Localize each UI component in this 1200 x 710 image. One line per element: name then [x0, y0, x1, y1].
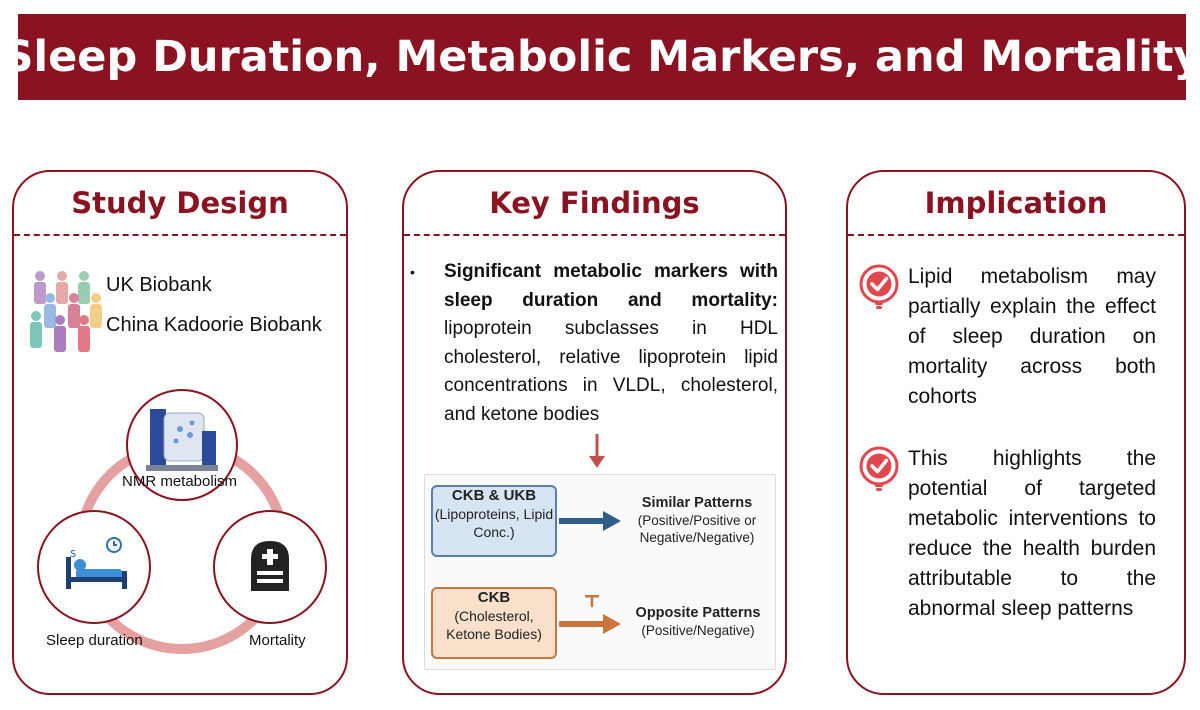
- findings-bullet-text: lipoprotein subclasses in HDL cholestero…: [444, 318, 778, 425]
- sleeping-bed-icon: s: [66, 537, 127, 589]
- ckb-title: CKB: [477, 589, 511, 606]
- patterns-diagram: CKB & UKB (Lipoproteins, Lipid Conc.) Si…: [424, 474, 776, 670]
- ckb-ukb-box: CKB & UKB (Lipoproteins, Lipid Conc.): [431, 485, 557, 557]
- implication-point-1: Lipid metabolism may partially explain t…: [908, 265, 1156, 408]
- opposite-patterns-title: Opposite Patterns: [635, 605, 761, 621]
- check-badge-icon: [859, 446, 899, 491]
- implication-point-2: This highlights the potential of targete…: [908, 447, 1156, 620]
- divider: [848, 234, 1184, 236]
- title-banner: Sleep Duration, Metabolic Markers, and M…: [2, 14, 1200, 100]
- study-design-panel: Study Design UK Biobank China Kadoorie B…: [12, 170, 348, 695]
- similar-patterns-detail: (Positive/Positive or Negative/Negative): [637, 513, 757, 545]
- key-findings-panel: Key Findings • Significant metabolic mar…: [402, 170, 787, 695]
- bullet-icon: •: [410, 264, 415, 280]
- node-sleep-label: Sleep duration: [46, 632, 143, 649]
- nmr-machine-icon: [146, 409, 218, 471]
- population-icon: [30, 271, 102, 352]
- divider: [14, 234, 346, 236]
- gravestone-icon: [251, 541, 289, 591]
- svg-text:s: s: [70, 546, 76, 560]
- study-design-heading: Study Design: [71, 186, 289, 220]
- down-arrow-icon: [589, 434, 605, 468]
- implication-panel: Implication Lipid metabolism may partial…: [846, 170, 1186, 695]
- node-mortality-label: Mortality: [249, 632, 306, 649]
- key-findings-heading: Key Findings: [489, 186, 700, 220]
- opposite-patterns-detail: (Positive/Negative): [641, 623, 755, 638]
- cohort-china-kadoorie: China Kadoorie Biobank: [106, 314, 322, 336]
- implication-heading: Implication: [924, 186, 1108, 220]
- cohort-uk-biobank: UK Biobank: [106, 274, 212, 296]
- ckb-box: CKB (Cholesterol, Ketone Bodies): [431, 587, 557, 659]
- check-badge-icon: [859, 264, 899, 309]
- ckb-ukb-detail: (Lipoproteins, Lipid Conc.): [434, 506, 554, 540]
- page-title: Sleep Duration, Metabolic Markers, and M…: [2, 32, 1200, 82]
- opposite-patterns-label: Opposite Patterns (Positive/Negative): [623, 605, 773, 639]
- divider: [404, 234, 785, 236]
- node-nmr-label: NMR metabolism: [122, 473, 238, 490]
- ckb-ukb-title: CKB & UKB: [451, 487, 537, 504]
- right-arrow-orange-icon: [559, 595, 621, 634]
- findings-bullet: Significant metabolic markers with sleep…: [444, 258, 778, 429]
- similar-patterns-title: Similar Patterns: [641, 495, 753, 511]
- findings-bullet-bold: Significant metabolic markers with sleep…: [444, 261, 778, 311]
- right-arrow-blue-icon: [559, 511, 621, 531]
- similar-patterns-label: Similar Patterns (Positive/Positive or N…: [621, 495, 773, 546]
- study-cycle-diagram: NMR metabolism s Sleep duration Mortalit…: [14, 387, 350, 677]
- ckb-detail: (Cholesterol, Ketone Bodies): [446, 608, 542, 642]
